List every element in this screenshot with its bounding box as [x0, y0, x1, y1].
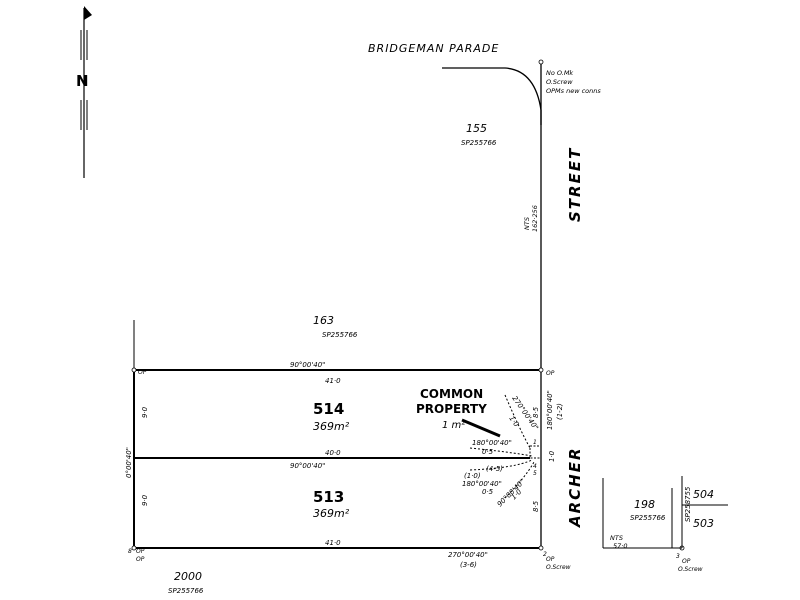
right-distance-top: 8·5 — [532, 406, 540, 418]
bridgeman-road-boundary — [442, 67, 542, 125]
corner-br-point: 2 — [543, 551, 547, 558]
right-ref: (1-2) — [556, 403, 564, 420]
cp-point-1: 1 — [533, 439, 537, 446]
corner-far-op: OP — [682, 558, 691, 565]
cp-distance-a: 1·0 — [507, 415, 520, 429]
lot504-number: 504 — [693, 488, 714, 501]
corner-tr-op: OP — [546, 370, 555, 377]
left-lower-distance: 9·0 — [141, 494, 149, 506]
corner-bl — [131, 545, 137, 551]
top-mark-note-1: No O.Mk — [546, 69, 573, 77]
bridgeman-parade-label: BRIDGEMAN PARADE — [368, 42, 499, 55]
right-distance-bottom: 8·5 — [532, 500, 540, 512]
lot514-number: 514 — [313, 400, 344, 418]
top-mark-point — [538, 59, 544, 65]
bottom-bearing: 270°00'40" — [448, 551, 488, 559]
cp-paren-distance: (1·0) — [464, 472, 481, 480]
cp-paren-ref: (4-5) — [486, 465, 503, 473]
lot198-number: 198 — [634, 498, 655, 511]
nts-bottom-label: NTS — [610, 534, 623, 542]
left-upper-distance: 9·0 — [141, 406, 149, 418]
archer-label: ARCHER — [566, 446, 584, 528]
corner-br — [538, 545, 544, 551]
mid-distance: 40·0 — [325, 449, 341, 457]
lot513-area: 369m² — [313, 507, 350, 520]
corner-far-point: 3 — [676, 553, 680, 560]
lot163-plan: SP255766 — [322, 331, 358, 339]
top-bearing: 90°00'40" — [290, 361, 325, 369]
north-label: N — [76, 72, 89, 90]
top-mark-note-3: OPMs new conns — [546, 87, 601, 95]
lot155-number: 155 — [466, 122, 487, 135]
street-label: STREET — [566, 147, 584, 222]
cp-bearing-b: 180°00'40" — [472, 439, 512, 447]
common-property-area: 1 m² — [442, 420, 465, 431]
corner-br-screw: O.Screw — [546, 564, 571, 571]
common-property-line1: COMMON — [420, 387, 483, 401]
corner-br-op: OP — [546, 556, 555, 563]
common-property-parcel — [529, 445, 542, 459]
cp-leader-dotted-2 — [469, 447, 533, 457]
common-property-pointer — [461, 418, 501, 438]
right-distance-1: 1·0 — [548, 450, 556, 462]
lot513-number: 513 — [313, 488, 344, 506]
corner-bl-point: 8 — [128, 548, 132, 555]
cp-leader-dotted — [504, 394, 531, 449]
bottom-distance: 41·0 — [325, 539, 341, 547]
common-property-line2: PROPERTY — [416, 402, 487, 416]
lot514-area: 369m² — [313, 420, 350, 433]
lot2000-number: 2000 — [174, 570, 202, 583]
cp-distance-c: 0·5 — [482, 488, 494, 496]
lot503-number: 503 — [693, 517, 714, 530]
corner-bl-op1: OP — [136, 548, 145, 555]
cp-point-5: 5 — [533, 470, 537, 477]
cp-bearing-c: 180°00'40" — [462, 480, 502, 488]
nts-top-value: 162·256 — [531, 205, 539, 232]
corner-bl-op2: OP — [136, 556, 145, 563]
lot2000-plan: SP255766 — [168, 587, 204, 595]
cp-distance-b: 0·5 — [482, 448, 494, 456]
lot155-plan: SP255766 — [461, 139, 497, 147]
nts-top-label: NTS — [523, 217, 531, 230]
plan-vertical: SP258755 — [684, 486, 692, 522]
left-bearing: 0°00'40" — [125, 447, 133, 478]
top-mark-note-2: O.Screw — [546, 78, 573, 86]
cp-leader-dotted-4 — [504, 461, 535, 499]
north-arrow-icon — [80, 6, 92, 178]
corner-tl-op: OP — [138, 369, 147, 376]
corner-far-screw: O.Screw — [678, 566, 703, 573]
lot163-number: 163 — [313, 314, 334, 327]
corner-tl — [131, 367, 137, 373]
top-distance: 41·0 — [325, 377, 341, 385]
nts-bottom-value: 57·0 — [613, 542, 627, 550]
corner-tr — [538, 367, 544, 373]
lot198-plan: SP255766 — [630, 514, 666, 522]
mid-bearing: 90°00'40" — [290, 462, 325, 470]
bottom-ref: (3-6) — [460, 561, 477, 569]
right-bearing: 180°00'40" — [546, 390, 554, 430]
cp-point-4: 4 — [533, 463, 537, 470]
